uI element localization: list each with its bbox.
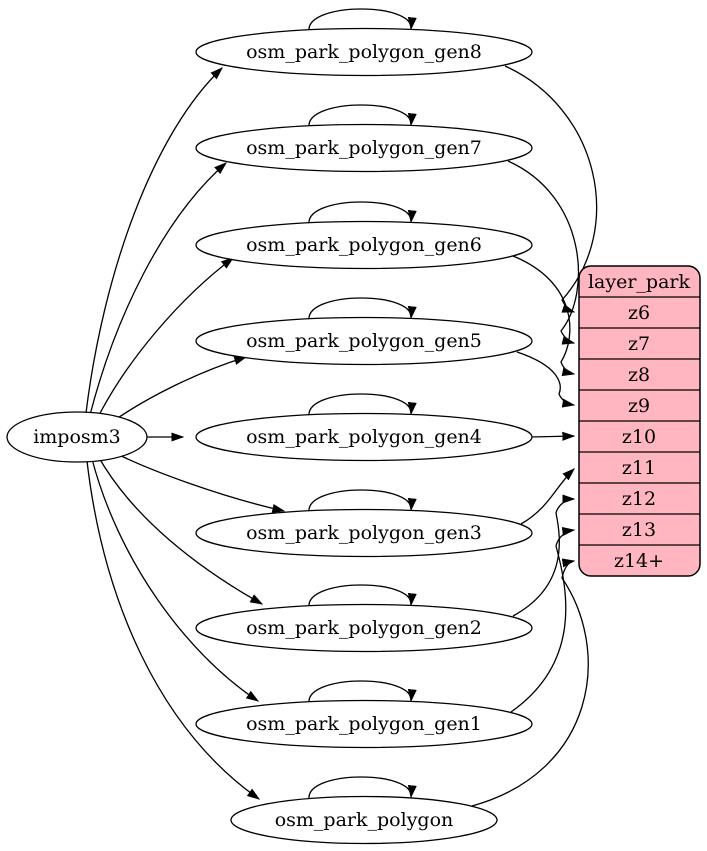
layer-park-row-z13: z13 <box>622 519 656 541</box>
edge-gen5-self-loop <box>308 297 417 321</box>
edge-gen7-z7 <box>507 160 580 345</box>
layer-park-row-z9-label: z9 <box>628 395 650 417</box>
gen7-label: osm_park_polygon_gen7 <box>246 137 482 159</box>
gen5-ellipse <box>195 316 533 366</box>
gen3-label: osm_park_polygon_gen3 <box>246 522 482 544</box>
edge-gen2-self-loop <box>308 584 417 608</box>
polygon-ellipse <box>230 795 498 845</box>
edge-gen8-self-loop <box>308 8 417 32</box>
gen4-label: osm_park_polygon_gen4 <box>246 426 482 448</box>
layer-park-row-z7: z7 <box>628 333 650 355</box>
layer-park-header: layer_park <box>588 271 691 293</box>
node-osm-park-polygon: osm_park_polygon <box>230 795 498 845</box>
edge-gen1-self-loop <box>308 680 417 704</box>
edges-tables-to-layer <box>471 65 598 807</box>
edge-gen4-z10 <box>530 431 576 441</box>
layer-park-title: layer_park <box>588 271 691 293</box>
gen6-label: osm_park_polygon_gen6 <box>246 234 482 256</box>
gen7-ellipse <box>195 123 533 173</box>
layer-park-row-z11-label: z11 <box>622 457 656 479</box>
node-osm-park-polygon-gen3: osm_park_polygon_gen3 <box>195 508 533 558</box>
node-osm-park-polygon-gen6: osm_park_polygon_gen6 <box>195 220 533 270</box>
layer-park-row-z12-label: z12 <box>622 488 656 510</box>
layer-park-row-z14: z14+ <box>614 550 664 572</box>
edges-self-loops <box>308 8 417 800</box>
node-osm-park-polygon-gen1: osm_park_polygon_gen1 <box>195 699 533 749</box>
edge-gen5-z9 <box>516 351 576 408</box>
edge-imposm3-gen6 <box>96 257 235 420</box>
layer-park-row-z9: z9 <box>628 395 650 417</box>
layer-park-row-z10-label: z10 <box>622 426 656 448</box>
edge-imposm3-gen3 <box>108 449 286 513</box>
node-osm-park-polygon-gen5: osm_park_polygon_gen5 <box>195 316 533 366</box>
edge-gen1-z13 <box>510 526 576 713</box>
polygon-label: osm_park_polygon <box>275 809 454 831</box>
layer-park-row-z13-label: z13 <box>622 519 656 541</box>
gen1-label: osm_park_polygon_gen1 <box>246 713 482 735</box>
layer-park-row-z10: z10 <box>622 426 656 448</box>
node-osm-park-polygon-gen7: osm_park_polygon_gen7 <box>195 123 533 173</box>
gen8-label: osm_park_polygon_gen8 <box>246 41 482 63</box>
edge-gen3-self-loop <box>308 489 417 513</box>
gen2-label: osm_park_polygon_gen2 <box>246 617 482 639</box>
node-imposm3: imposm3 <box>6 411 148 463</box>
gen5-label: osm_park_polygon_gen5 <box>246 330 482 352</box>
gen3-ellipse <box>195 508 533 558</box>
imposm3-label: imposm3 <box>33 426 121 448</box>
edge-imposm3-polygon <box>86 460 261 800</box>
edge-gen4-self-loop <box>308 393 417 417</box>
node-layer-park: layer_park z6 z7 z8 z9 z10 z11 z12 z13 z… <box>578 265 701 577</box>
gen1-ellipse <box>195 699 533 749</box>
edge-gen7-self-loop <box>308 104 417 128</box>
gen6-ellipse <box>195 220 533 270</box>
edge-polygon-z14 <box>471 558 589 807</box>
layer-park-row-z6: z6 <box>628 302 650 324</box>
layer-park-row-z8-label: z8 <box>628 364 650 386</box>
layer-park-row-z8: z8 <box>628 364 650 386</box>
gen8-ellipse <box>195 27 533 77</box>
edge-gen6-z8 <box>512 255 576 377</box>
edge-imposm3-gen5 <box>108 356 248 425</box>
gen2-ellipse <box>195 603 533 653</box>
edge-imposm3-gen8 <box>85 67 223 414</box>
edge-imposm3-gen2 <box>97 455 264 605</box>
edge-gen6-self-loop <box>308 201 417 225</box>
edge-gen8-z6 <box>504 65 598 313</box>
edge-gen2-z12 <box>512 494 576 617</box>
layer-park-row-z14-label: z14+ <box>614 550 664 572</box>
node-osm-park-polygon-gen4: osm_park_polygon_gen4 <box>195 412 533 462</box>
edges-source-to-tables <box>85 67 286 800</box>
layer-park-row-z6-label: z6 <box>628 302 650 324</box>
layer-park-row-z12: z12 <box>622 488 656 510</box>
node-osm-park-polygon-gen8: osm_park_polygon_gen8 <box>195 27 533 77</box>
edge-imposm3-gen1 <box>91 458 260 702</box>
layer-park-row-z11: z11 <box>622 457 656 479</box>
layer-park-row-z7-label: z7 <box>628 333 650 355</box>
node-osm-park-polygon-gen2: osm_park_polygon_gen2 <box>195 603 533 653</box>
edge-imposm3-gen7 <box>89 162 227 416</box>
edge-gen3-z11 <box>520 468 575 525</box>
imposm3-ellipse <box>6 411 148 463</box>
gen4-ellipse <box>195 412 533 462</box>
edge-polygon-self-loop <box>308 776 417 800</box>
layer-park-row-separators <box>579 296 700 546</box>
